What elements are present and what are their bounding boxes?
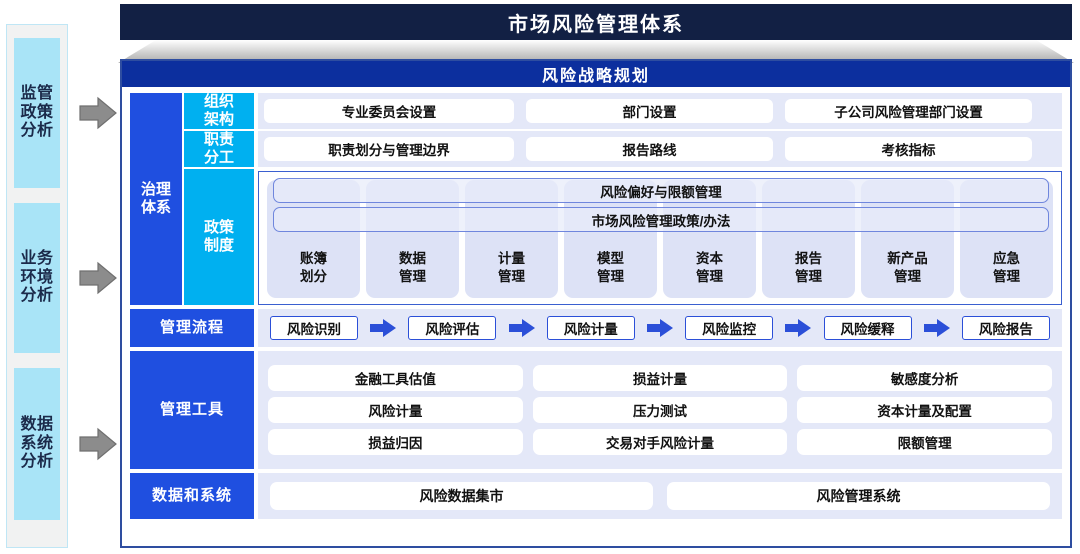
tool-valuation[interactable]: 金融工具估值 (268, 365, 523, 391)
tool-pnl-measurement[interactable]: 损益计量 (532, 365, 788, 391)
org-item-committee[interactable]: 专业委员会设置 (264, 99, 514, 123)
driver-label: 监管 政策 分析 (20, 84, 54, 140)
process-step-assess[interactable]: 风险评估 (408, 316, 497, 340)
governance-main-label[interactable]: 治理 体系 (130, 93, 182, 305)
data-systems-row: 数据和系统 风险数据集市 风险管理系统 (130, 473, 1062, 519)
tool-risk-measurement[interactable]: 风险计量 (268, 397, 523, 423)
tool-counterparty-risk[interactable]: 交易对手风险计量 (532, 429, 788, 455)
data-systems-label[interactable]: 数据和系统 (130, 473, 254, 519)
ribbon-connector (118, 40, 1074, 63)
sub-label-org-structure[interactable]: 组织 架构 (184, 93, 254, 129)
process-step-report[interactable]: 风险报告 (961, 316, 1050, 340)
process-label[interactable]: 管理流程 (130, 309, 254, 347)
tool-limit-management[interactable]: 限额管理 (797, 429, 1053, 455)
right-arrow-icon (785, 319, 812, 337)
right-arrow-icon (79, 427, 117, 461)
process-steps: 风险识别 风险评估 风险计量 风险监控 (258, 309, 1062, 347)
driver-label: 业务 环境 分析 (20, 249, 54, 305)
duty-item-kpi[interactable]: 考核指标 (785, 137, 1032, 161)
data-item-risk-management-system[interactable]: 风险管理系统 (667, 482, 1050, 510)
governance-left-labels: 治理 体系 组织 架构 职责 分工 政策 制度 (130, 93, 254, 305)
right-arrow-icon (370, 319, 397, 337)
policy-overlay-policy-doc[interactable]: 市场风险管理政策/办法 (273, 207, 1049, 232)
driver-box-business-env[interactable]: 业务 环境 分析 (14, 203, 60, 353)
governance-row: 治理 体系 组织 架构 职责 分工 政策 制度 专业委员会设置 部门设置 子公司… (130, 93, 1062, 305)
tool-capital-allocation[interactable]: 资本计量及配置 (797, 397, 1053, 423)
policy-col-label: 模型 管理 (597, 251, 624, 285)
org-structure-band: 专业委员会设置 部门设置 子公司风险管理部门设置 (258, 93, 1062, 129)
process-step-mitigate[interactable]: 风险缓释 (823, 316, 912, 340)
driver-box-regulatory[interactable]: 监管 政策 分析 (14, 38, 60, 188)
tools-line: 风险计量 压力测试 资本计量及配置 (268, 397, 1053, 423)
tools-line: 损益归因 交易对手风险计量 限额管理 (268, 429, 1053, 455)
policy-col-label: 报告 管理 (795, 251, 822, 285)
body-grid: 治理 体系 组织 架构 职责 分工 政策 制度 专业委员会设置 部门设置 子公司… (130, 93, 1062, 540)
duty-item-boundary[interactable]: 职责划分与管理边界 (264, 137, 514, 161)
tool-pnl-attribution[interactable]: 损益归因 (268, 429, 523, 455)
data-item-risk-data-mart[interactable]: 风险数据集市 (270, 482, 653, 510)
process-step-measure[interactable]: 风险计量 (546, 316, 635, 340)
process-step-monitor[interactable]: 风险监控 (685, 316, 774, 340)
org-item-department[interactable]: 部门设置 (526, 99, 773, 123)
duty-item-report-line[interactable]: 报告路线 (526, 137, 773, 161)
policy-col-label: 计量 管理 (498, 251, 525, 285)
sub-label-duty-division[interactable]: 职责 分工 (184, 131, 254, 167)
right-arrow-icon (79, 261, 117, 295)
data-systems-content: 风险数据集市 风险管理系统 (258, 473, 1062, 519)
page-title: 市场风险管理体系 (120, 4, 1072, 40)
tools-content: 金融工具估值 损益计量 敏感度分析 风险计量 压力测试 资本计量及配置 损益归因… (258, 351, 1062, 469)
system-frame: 风险战略规划 治理 体系 组织 架构 职责 分工 政策 制度 (120, 59, 1072, 548)
tools-row: 管理工具 金融工具估值 损益计量 敏感度分析 风险计量 压力测试 资本计量及配置 (130, 351, 1062, 469)
process-step-identify[interactable]: 风险识别 (270, 316, 358, 340)
governance-sub-labels: 组织 架构 职责 分工 政策 制度 (184, 93, 254, 305)
sub-label-policy-system[interactable]: 政策 制度 (184, 169, 254, 305)
right-arrow-icon (508, 319, 535, 337)
policy-overlay-appetite[interactable]: 风险偏好与限额管理 (273, 178, 1049, 203)
policy-col-label: 数据 管理 (399, 251, 426, 285)
strategy-bar: 风险战略规划 (122, 61, 1070, 87)
governance-content: 专业委员会设置 部门设置 子公司风险管理部门设置 职责划分与管理边界 报告路线 … (258, 93, 1062, 305)
policy-col-label: 资本 管理 (696, 251, 723, 285)
org-item-subsidiary[interactable]: 子公司风险管理部门设置 (785, 99, 1032, 123)
duty-division-band: 职责划分与管理边界 报告路线 考核指标 (258, 131, 1062, 167)
right-arrow-icon (646, 319, 673, 337)
tools-line: 金融工具估值 损益计量 敏感度分析 (268, 365, 1053, 391)
driver-label: 数据 系统 分析 (20, 415, 54, 471)
process-row: 管理流程 风险识别 风险评估 风险计量 (130, 309, 1062, 347)
main-panel: 市场风险管理体系 风险战略规划 治理 体系 组织 架构 (118, 4, 1074, 550)
policy-system-box: 账簿 划分 数据 管理 计量 管理 模型 管理 资本 管理 (258, 171, 1062, 305)
right-arrow-icon (79, 96, 117, 130)
driver-box-data-system[interactable]: 数据 系统 分析 (14, 368, 60, 520)
policy-col-label: 应急 管理 (993, 251, 1020, 285)
tool-stress-testing[interactable]: 压力测试 (532, 397, 788, 423)
policy-col-label: 账簿 划分 (300, 251, 327, 285)
tool-sensitivity-analysis[interactable]: 敏感度分析 (797, 365, 1053, 391)
right-arrow-icon (923, 319, 950, 337)
tools-label[interactable]: 管理工具 (130, 351, 254, 469)
policy-col-label: 新产品 管理 (887, 251, 928, 285)
